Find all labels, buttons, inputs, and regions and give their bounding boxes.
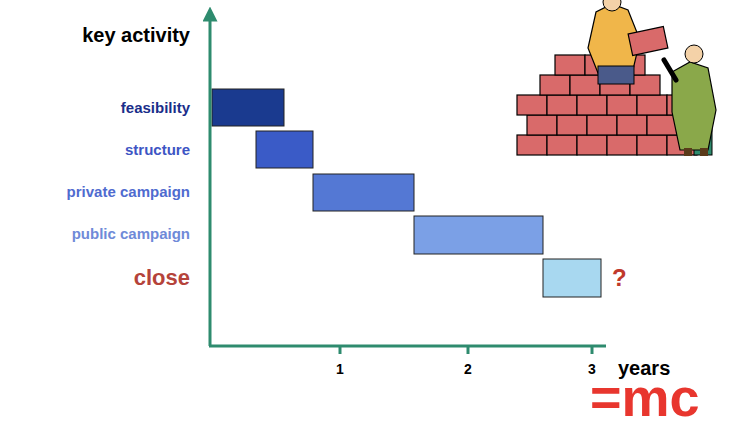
brick <box>617 115 647 135</box>
brick <box>517 135 547 155</box>
axis-title: key activity <box>82 24 190 46</box>
brick <box>587 115 617 135</box>
brick <box>557 115 587 135</box>
bar <box>543 259 601 297</box>
tick-label: 2 <box>464 362 472 377</box>
brick <box>577 135 607 155</box>
brick <box>540 75 570 95</box>
brick <box>547 135 577 155</box>
brick <box>570 75 600 95</box>
tick-label: 1 <box>336 362 344 377</box>
bar <box>313 174 414 211</box>
row-label: private campaign <box>67 184 190 201</box>
bricklayer-illustration <box>517 0 716 156</box>
brick <box>607 135 637 155</box>
brick <box>647 115 677 135</box>
row-label: close <box>134 266 190 290</box>
row-label: feasibility <box>121 100 190 117</box>
brick <box>607 95 637 115</box>
axes <box>209 14 606 354</box>
brick <box>637 95 667 115</box>
row-label: structure <box>125 142 190 159</box>
brick <box>547 95 577 115</box>
question-mark: ? <box>612 265 627 291</box>
brick <box>555 55 585 75</box>
brick <box>517 95 547 115</box>
brick <box>637 135 667 155</box>
bar <box>212 89 284 126</box>
brick <box>527 115 557 135</box>
bar <box>256 131 313 168</box>
logo: =mc <box>590 368 700 427</box>
row-label: public campaign <box>72 226 190 243</box>
bar <box>414 216 543 254</box>
gantt-bars <box>212 89 601 297</box>
brick <box>577 95 607 115</box>
